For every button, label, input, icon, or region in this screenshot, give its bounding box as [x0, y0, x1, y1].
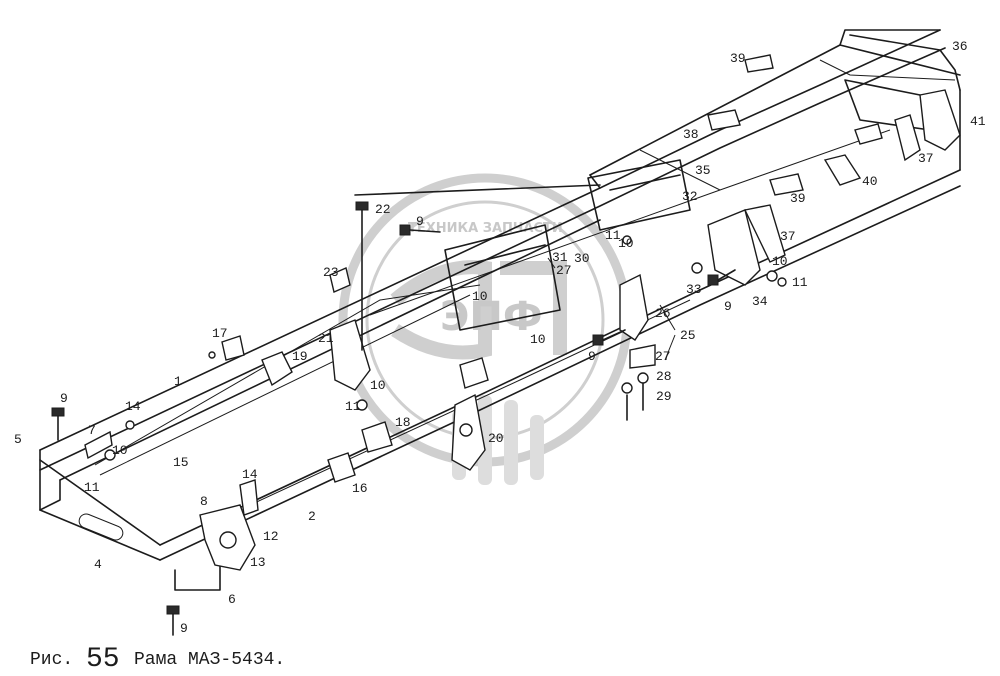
label-2: 2	[308, 509, 316, 524]
label-31: 31	[552, 250, 568, 265]
label-10d: 10	[530, 332, 546, 347]
label-37b: 37	[918, 151, 934, 166]
label-33: 33	[686, 282, 702, 297]
label-25: 25	[680, 328, 696, 343]
label-17: 17	[212, 326, 228, 341]
label-10c: 10	[472, 289, 488, 304]
label-10f: 10	[772, 254, 788, 269]
caption-number: 55	[86, 644, 120, 675]
label-12: 12	[263, 529, 279, 544]
label-27b: 27	[655, 349, 671, 364]
spring-bracket-37	[707, 209, 761, 286]
bracket-26	[619, 273, 649, 341]
label-41: 41	[970, 114, 986, 129]
clamp-27	[629, 344, 656, 369]
label-35: 35	[695, 163, 711, 178]
label-13: 13	[250, 555, 266, 570]
label-39b: 39	[790, 191, 806, 206]
spring-bracket-21	[329, 319, 371, 391]
label-9a: 9	[60, 391, 68, 406]
watermark-ring-text: ТЕХНИКА ЗАПЧАСТИ	[408, 221, 563, 236]
label-26: 26	[655, 306, 671, 321]
label-14a: 14	[125, 399, 141, 414]
bracket-39-top	[744, 54, 774, 73]
bracket-16	[327, 452, 356, 483]
label-39a: 39	[730, 51, 746, 66]
label-28: 28	[656, 369, 672, 384]
label-27a: 27	[556, 263, 572, 278]
frame-rods	[94, 59, 956, 506]
label-11b: 11	[345, 399, 361, 414]
caption-prefix: Рис.	[30, 650, 73, 670]
label-15: 15	[173, 455, 189, 470]
right-side-rail	[159, 89, 961, 591]
label-34: 34	[752, 294, 768, 309]
label-6: 6	[228, 592, 236, 607]
figure-caption: Рис. 55 Рама МАЗ-5434.	[30, 644, 285, 675]
bracket-23	[329, 267, 351, 293]
label-22: 22	[375, 202, 391, 217]
label-11d: 11	[792, 275, 808, 290]
label-29: 29	[656, 389, 672, 404]
leader-lines	[547, 257, 676, 361]
bracket-37-rear	[894, 114, 921, 162]
label-5: 5	[14, 432, 22, 447]
label-9c: 9	[416, 214, 424, 229]
part-labels: 1 2 4 5 6 7 8 9 9 9 9 9 10 10 10 10 10 1…	[14, 39, 986, 636]
label-10a: 10	[112, 443, 128, 458]
label-21: 21	[318, 331, 334, 346]
left-side-rail	[39, 29, 946, 561]
label-19: 19	[292, 349, 308, 364]
bolts	[51, 201, 787, 636]
label-4: 4	[94, 557, 102, 572]
label-23: 23	[323, 265, 339, 280]
label-36: 36	[952, 39, 968, 54]
label-38: 38	[683, 127, 699, 142]
label-18: 18	[395, 415, 411, 430]
caption-title: Рама МАЗ-5434.	[134, 650, 285, 670]
label-11c: 11	[605, 228, 621, 243]
bracket-40	[823, 154, 862, 186]
label-14b: 14	[242, 467, 258, 482]
label-10b: 10	[370, 378, 386, 393]
label-30: 30	[574, 251, 590, 266]
label-37a: 37	[780, 229, 796, 244]
bracket-38	[707, 109, 741, 131]
label-1: 1	[174, 374, 182, 389]
bracket-19	[261, 351, 293, 387]
bracket-39	[769, 173, 804, 196]
label-7: 7	[88, 423, 96, 438]
label-9d: 9	[588, 349, 596, 364]
label-11a: 11	[84, 480, 100, 495]
label-40: 40	[862, 174, 878, 189]
bracket-17	[221, 335, 245, 361]
label-8: 8	[200, 494, 208, 509]
label-16: 16	[352, 481, 368, 496]
label-9e: 9	[724, 299, 732, 314]
bracket-7	[84, 430, 113, 460]
bracket-lower	[459, 357, 489, 389]
label-20: 20	[488, 431, 504, 446]
brackets	[84, 54, 961, 571]
bracket-18	[361, 421, 393, 453]
tow-hook-41	[919, 89, 961, 151]
label-32: 32	[682, 189, 698, 204]
top-rail-flange	[39, 29, 961, 546]
label-10e: 10	[618, 236, 634, 251]
label-9b: 9	[180, 621, 188, 636]
